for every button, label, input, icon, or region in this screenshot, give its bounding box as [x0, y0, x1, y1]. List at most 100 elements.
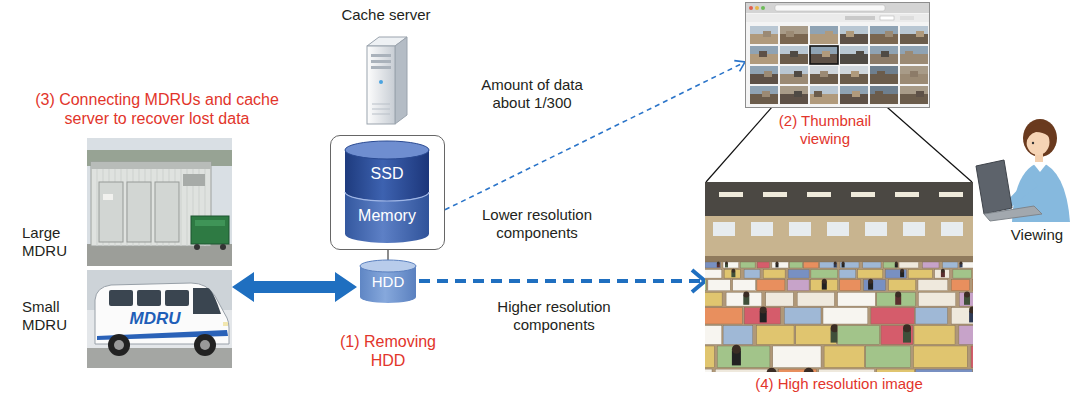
shelter-photo-part [824, 346, 864, 368]
van-photo-part [200, 340, 210, 350]
shelter-photo-part [705, 326, 722, 345]
hdd-cylinder: HDD [357, 258, 419, 304]
thumbnail-screenshot-part [749, 6, 753, 10]
step-note: (1) Removing HDD [332, 332, 444, 370]
shelter-photo-part [705, 292, 722, 306]
thumbnail-screenshot-part [870, 26, 898, 34]
storage-tier: Memory [331, 206, 443, 225]
thumbnail-screenshot-part [755, 6, 759, 10]
thumbnail-screenshot-part [825, 31, 833, 37]
thumbnail-screenshot-part [875, 91, 883, 97]
server-symbol-part [371, 66, 391, 69]
shelter-photo-part [724, 270, 740, 279]
shelter-photo-part [969, 307, 973, 314]
viewer-figure-part [1024, 124, 1054, 146]
shelter-photo-part [773, 346, 821, 368]
thumbnail-screenshot-part [814, 91, 822, 97]
shelter-photo-part [713, 222, 735, 236]
hdd-shape-part [360, 260, 416, 272]
container-photo-part [191, 216, 229, 244]
shelter-photo-part [877, 369, 915, 372]
shelter-photo-part [889, 280, 916, 291]
shelter-photo-part [797, 292, 834, 306]
step-note: (3) Connecting MDRUs and cache server to… [20, 90, 294, 128]
container-photo [87, 138, 232, 266]
thumbnail-screenshot-part [900, 54, 928, 64]
van-photo-part [114, 340, 124, 350]
thumbnail-screenshot-part [794, 71, 802, 77]
shelter-photo-part [763, 270, 785, 279]
thumbnail-screenshot-part [810, 46, 838, 64]
shelter-photo-part [900, 269, 904, 273]
viewer-figure-part [1032, 142, 1034, 144]
server-symbol-part [372, 109, 390, 110]
van-photo-part [87, 270, 232, 368]
storage-tier: HDD [357, 273, 419, 291]
step-note: (4) High resolution image [705, 375, 973, 393]
shelter-photo-part [895, 261, 898, 264]
dashed-arrow [445, 61, 745, 210]
shelter-photo-part [811, 280, 838, 291]
thumbnail-screenshot-part [851, 71, 859, 77]
shelter-photo-part [819, 369, 875, 372]
shelter-photo-part [820, 262, 837, 268]
container-photo-part [103, 194, 113, 200]
mdru-name: Large MDRU [22, 224, 82, 260]
storage-link [387, 250, 389, 260]
viewer-figure-part [984, 206, 1042, 221]
shelter-photo-part [903, 222, 925, 236]
arrow-head [692, 270, 705, 292]
shelter-photo-part [708, 280, 730, 291]
server-symbol-part [379, 80, 383, 84]
server-symbol-part [371, 60, 391, 63]
thumbnail-screenshot-part [905, 51, 913, 57]
shelter-photo-part [951, 308, 973, 324]
mdru-name: Small MDRU [22, 298, 82, 334]
shelter-photo-part [971, 346, 973, 368]
shelter-photo-part [705, 346, 714, 368]
browser-window: (2) Thumbnail viewing [745, 2, 930, 152]
connector-line [445, 63, 744, 210]
shelter-photo-part [804, 368, 814, 372]
shelter-photo-part [744, 308, 780, 324]
thumbnail-screenshot-part [910, 71, 918, 77]
shelter-photo-part [740, 262, 755, 268]
storage-box: SSDMemory [330, 135, 445, 250]
shelter-photo-part [858, 270, 883, 279]
shelter-photo-part [939, 192, 963, 197]
thumbnail-screenshot-part [845, 16, 875, 20]
viewer-figure-part [976, 160, 1012, 214]
shelter-photo-part [717, 261, 720, 264]
shelter-photo-part [705, 280, 706, 291]
shelter-photo-part [705, 262, 721, 268]
shelter-photo-part [732, 345, 741, 354]
thumbnail-screenshot-part [856, 51, 864, 57]
thumbnail-screenshot-part [846, 31, 854, 37]
thumbnail-screenshot-part [763, 31, 771, 37]
container-photo-part [183, 174, 205, 186]
shelter-photo-part [863, 262, 881, 268]
shelter-photo-part [705, 308, 742, 324]
flow-note: Higher resolution components [468, 298, 640, 334]
container-photo-part [155, 182, 179, 242]
thumbnail-screenshot-part [746, 3, 930, 108]
shelter-photo-part [705, 182, 973, 216]
server-name: Cache server [325, 6, 447, 24]
shelter-photo-part [822, 279, 827, 284]
shelter-photo-part [960, 261, 963, 264]
flow-note: Lower resolution components [462, 206, 612, 242]
van-photo-part [137, 290, 161, 306]
shelter-photo-part [915, 308, 947, 324]
shelter-photo-part [899, 262, 919, 268]
shelter-photo-part [953, 270, 972, 279]
shelter-photo-part [964, 291, 970, 297]
shelter-photo-part [705, 216, 973, 262]
arrow-head [734, 61, 745, 72]
shelter-photo-part [757, 280, 785, 291]
shelter-photo-part [772, 262, 789, 268]
shelter-photo-part [908, 270, 932, 279]
viewer-figure-part [1032, 162, 1048, 172]
photo-frame: (4) High resolution image [705, 182, 973, 400]
shelter-photo-part [784, 308, 821, 324]
